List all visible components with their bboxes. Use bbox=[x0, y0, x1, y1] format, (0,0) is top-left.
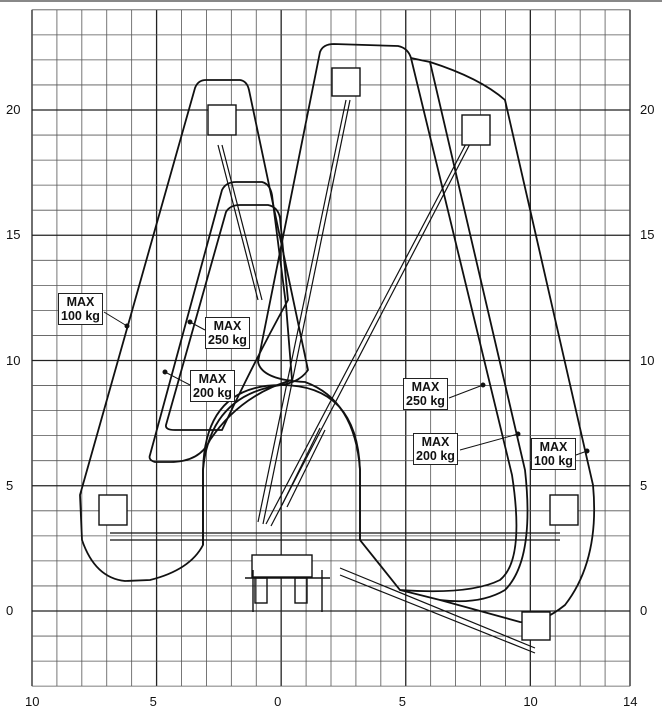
baskets bbox=[98, 67, 579, 641]
y-tick-label: 20 bbox=[6, 102, 21, 117]
y-tick-label: 15 bbox=[6, 227, 21, 243]
label-max: MAX bbox=[213, 319, 242, 333]
booms bbox=[110, 99, 560, 654]
envelope-right-100kg bbox=[429, 61, 596, 624]
label-weight: 250 kg bbox=[406, 394, 445, 408]
label-max: MAX bbox=[66, 295, 95, 309]
x-tick-label: 5 bbox=[398, 694, 406, 709]
envelope-right-200kg bbox=[399, 57, 529, 603]
y-tick-label: 10 bbox=[640, 352, 655, 368]
envelope-left-100kg bbox=[79, 79, 309, 582]
y-tick-label: 10 bbox=[6, 352, 21, 368]
label-max: MAX bbox=[421, 435, 450, 449]
y-tick-label: 5 bbox=[6, 477, 14, 493]
machine-base bbox=[245, 554, 330, 612]
y-tick-label: 15 bbox=[640, 227, 655, 243]
envelope-left-200kg bbox=[148, 181, 293, 463]
y-tick-label: 0 bbox=[6, 603, 14, 618]
label-weight: 100 kg bbox=[534, 454, 573, 468]
label-weight: 100 kg bbox=[61, 309, 100, 323]
label-weight: 250 kg bbox=[208, 333, 247, 347]
y-tick-label: 20 bbox=[640, 102, 655, 117]
envelope-left-250kg bbox=[165, 204, 289, 431]
label-weight: 200 kg bbox=[193, 386, 232, 400]
x-tick-label: 10 bbox=[25, 694, 40, 709]
label-weight: 200 kg bbox=[416, 449, 455, 463]
envelope-center-arc bbox=[202, 384, 361, 545]
y-tick-label: 0 bbox=[640, 603, 648, 618]
x-tick-label: 10 bbox=[523, 694, 538, 709]
leader-lines bbox=[103, 311, 590, 456]
envelope-right-250kg bbox=[257, 43, 518, 593]
x-tick-label: 0 bbox=[274, 694, 282, 709]
label-max: MAX bbox=[539, 440, 568, 454]
label-max: MAX bbox=[411, 380, 440, 394]
x-tick-label: 5 bbox=[149, 694, 157, 709]
label-max: MAX bbox=[198, 372, 227, 386]
y-tick-label: 5 bbox=[640, 477, 648, 493]
x-tick-label: 14 bbox=[623, 694, 638, 709]
